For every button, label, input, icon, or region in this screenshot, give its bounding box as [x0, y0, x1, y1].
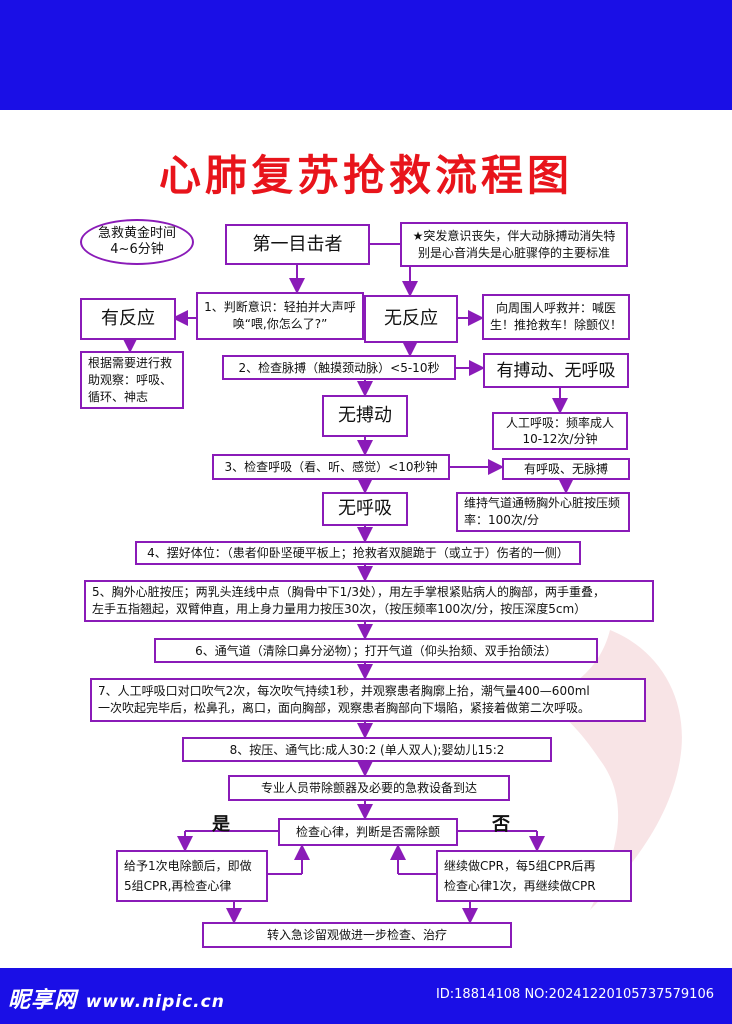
golden-time-oval: 急救黄金时间4~6分钟 [80, 219, 194, 265]
defib-box: 给予1次电除颤后，即做 5组CPR,再检查心律 [116, 850, 268, 902]
no-pulse-box: 无搏动 [322, 395, 408, 437]
standard-note-box: ★突发意识丧失，伴大动脉搏动消失特别是心音消失是心脏骤停的主要标准 [400, 222, 628, 267]
yes-label: 是 [212, 814, 230, 835]
continue-cpr-box: 继续做CPR，每5组CPR后再 检查心律1次，再继续做CPR [436, 850, 632, 902]
unresponsive-box: 无反应 [364, 295, 458, 343]
image-id-text: ID:18814108 NO:20241220105737579106 [435, 987, 714, 1002]
site-logo: 昵享网 www.nipic.cn [8, 988, 225, 1013]
step3-box: 3、检查呼吸（看、听、感觉）<10秒钟 [212, 454, 450, 480]
no-label: 否 [492, 814, 510, 835]
responsive-box: 有反应 [80, 298, 176, 340]
step4-box: 4、摆好体位：（患者仰卧坚硬平板上；抢救者双腿跪于（或立于）伤者的一侧） [135, 541, 581, 565]
step2-box: 2、检查脉搏（触摸颈动脉）<5-10秒 [222, 355, 456, 380]
breath-no-pulse-box: 有呼吸、无脉搏 [502, 458, 630, 480]
top-banner [0, 0, 732, 110]
rescue-breath-box: 人工呼吸：频率成人10-12次/分钟 [492, 412, 628, 450]
step1-box: 1、判断意识：轻拍并大声呼唤“喂,你怎么了?” [196, 292, 364, 340]
step8-box: 8、按压、通气比:成人30:2 (单人双人);婴幼儿15:2 [182, 737, 552, 762]
page-title: 心肺复苏抢救流程图 [158, 151, 573, 200]
keep-airway-box: 维持气道通畅胸外心脏按压频率：100次/分 [456, 492, 630, 532]
first-witness-box: 第一目击者 [225, 224, 370, 265]
professional-box: 专业人员带除颤器及必要的急救设备到达 [228, 775, 510, 801]
step6-box: 6、通气道（清除口鼻分泌物）；打开气道（仰头抬颏、双手抬颌法） [154, 638, 598, 663]
transfer-box: 转入急诊留观做进一步检查、治疗 [202, 922, 512, 948]
observe-box: 根据需要进行救助观察：呼吸、循环、神志 [80, 351, 184, 409]
check-rhythm-box: 检查心律，判断是否需除颤 [278, 818, 458, 846]
bottom-banner [0, 968, 732, 1024]
call-help-box: 向周围人呼救并：喊医生！推抢救车！除颤仪！ [482, 294, 630, 340]
pulse-no-breath-box: 有搏动、无呼吸 [483, 353, 629, 388]
step5-box: 5、胸外心脏按压；两乳头连线中点（胸骨中下1/3处），用左手掌根紧贴病人的胸部，… [84, 580, 654, 622]
step7-box: 7、人工呼吸口对口吹气2次，每次吹气持续1秒，并观察患者胸廓上抬，潮气量400—… [90, 678, 646, 722]
no-breath-box: 无呼吸 [322, 492, 408, 526]
